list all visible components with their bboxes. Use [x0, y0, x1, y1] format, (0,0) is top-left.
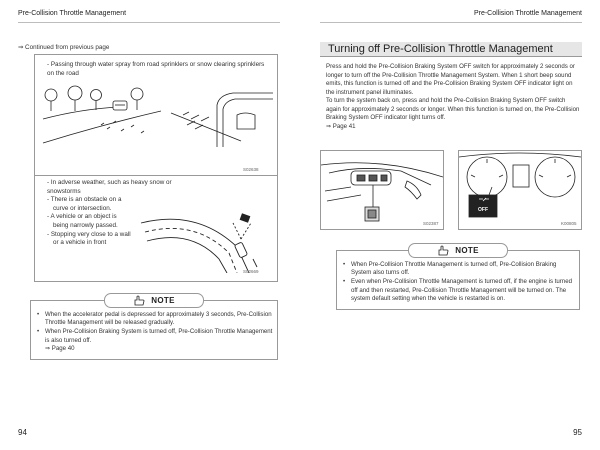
page-number-right: 95 — [573, 428, 582, 437]
header-divider-left — [18, 22, 280, 23]
figure-code-indicator: K00805 — [561, 221, 577, 226]
instruction-paragraph-2: To turn the system back on, press and ho… — [326, 97, 580, 121]
running-header-left: Pre-Collision Throttle Management — [18, 10, 127, 17]
switch-figure: S02387 — [320, 150, 444, 230]
note-box-left: NOTE When the accelerator pedal is depre… — [30, 293, 278, 360]
condition-line: - A vehicle or an object is — [47, 213, 117, 221]
off-indicator-label: OFF — [478, 207, 488, 213]
condition-line: - There is an obstacle on a — [47, 196, 122, 204]
condition-line: curve or intersection. — [53, 204, 112, 212]
condition-line: being narrowly passed. — [53, 221, 118, 229]
sprinkler-spray-illustration — [42, 85, 273, 147]
box-divider — [35, 175, 277, 176]
condition-line: - In adverse weather, such as heavy snow… — [47, 179, 172, 195]
page-reference-link[interactable]: ⇒ Page 41 — [326, 122, 356, 130]
indicator-figure: OFF K00805 — [458, 150, 582, 230]
running-header-right: Pre-Collision Throttle Management — [473, 10, 582, 17]
instructions-text: Press and hold the Pre-Collision Braking… — [326, 63, 582, 131]
note-item-text: When Pre-Collision Braking System is tur… — [45, 328, 273, 344]
note-box-right: NOTE When Pre-Collision Throttle Managem… — [336, 243, 580, 310]
condition-line: or a vehicle in front — [53, 239, 107, 247]
page-number-left: 94 — [18, 428, 27, 437]
note-title: NOTE — [455, 246, 479, 255]
note-hand-icon — [134, 295, 145, 306]
spray-condition-text: - Passing through water spray from road … — [47, 61, 265, 77]
note-header: NOTE — [408, 243, 508, 258]
note-title: NOTE — [151, 296, 175, 305]
note-item: When Pre-Collision Throttle Management i… — [343, 261, 577, 278]
note-hand-icon — [438, 245, 449, 256]
instrument-panel-illustration — [459, 152, 581, 218]
note-item: Even when Pre-Collision Throttle Managem… — [343, 278, 577, 303]
instruction-paragraph-1: Press and hold the Pre-Collision Braking… — [326, 63, 575, 96]
curve-road-illustration — [140, 213, 258, 273]
page-reference-link[interactable]: ⇒ Page 40 — [45, 345, 75, 353]
note-list-right: When Pre-Collision Throttle Management i… — [343, 261, 577, 304]
note-header: NOTE — [104, 293, 204, 308]
condition-line: - Stopping very close to a wall — [47, 230, 131, 238]
overhead-console-illustration — [321, 162, 443, 222]
figure-code-2: S02669 — [243, 269, 259, 274]
figure-code-1: S02638 — [243, 167, 259, 172]
conditions-list: - In adverse weather, such as heavy snow… — [47, 179, 187, 248]
conditions-box: - Passing through water spray from road … — [34, 54, 278, 282]
section-title: Turning off Pre-Collision Throttle Manag… — [320, 42, 582, 57]
continued-notice: ⇒ Continued from previous page — [18, 44, 110, 51]
note-item: When Pre-Collision Braking System is tur… — [37, 328, 273, 353]
header-divider-right — [320, 22, 582, 23]
figure-code-switch: S02387 — [423, 221, 439, 226]
note-list-left: When the accelerator pedal is depressed … — [37, 311, 273, 354]
note-item: When the accelerator pedal is depressed … — [37, 311, 273, 328]
